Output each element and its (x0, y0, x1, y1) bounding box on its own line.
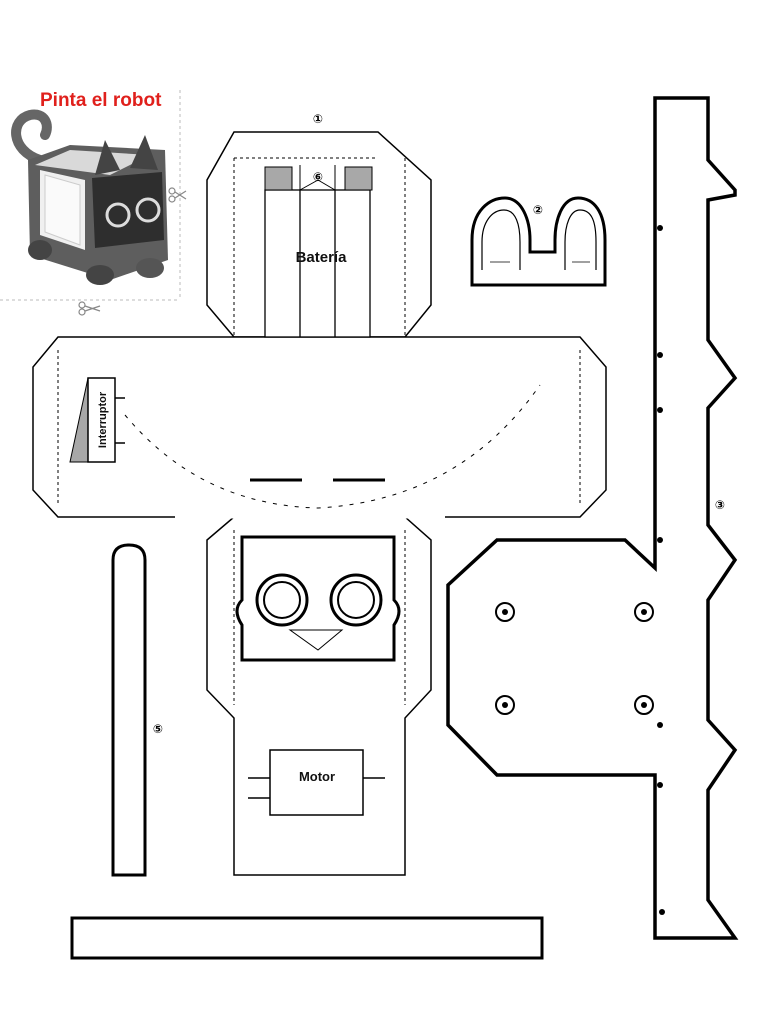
scissors-icon (168, 187, 187, 203)
page-title: Pinta el robot (40, 90, 162, 111)
scissors-icon (78, 301, 101, 316)
motor-label: Motor (299, 769, 335, 784)
piece-number-3: ③ (715, 498, 725, 512)
piece-number-6: ⑥ (313, 170, 323, 184)
piece-number-2: ② (533, 203, 543, 217)
arm-bar-piece (111, 543, 147, 877)
battery-area (264, 165, 373, 338)
base-strip-piece (446, 96, 739, 940)
motor-area (248, 749, 385, 816)
battery-label: Batería (296, 249, 348, 266)
switch-area (69, 377, 125, 463)
robot-face (235, 535, 401, 662)
piece-number-5: ⑤ (153, 722, 163, 736)
robot-thumbnail (0, 90, 187, 316)
ears-piece (470, 196, 607, 287)
piece-number-1: ① (313, 112, 323, 126)
switch-label: Interruptor (97, 391, 109, 448)
bottom-bar-piece (70, 916, 544, 960)
